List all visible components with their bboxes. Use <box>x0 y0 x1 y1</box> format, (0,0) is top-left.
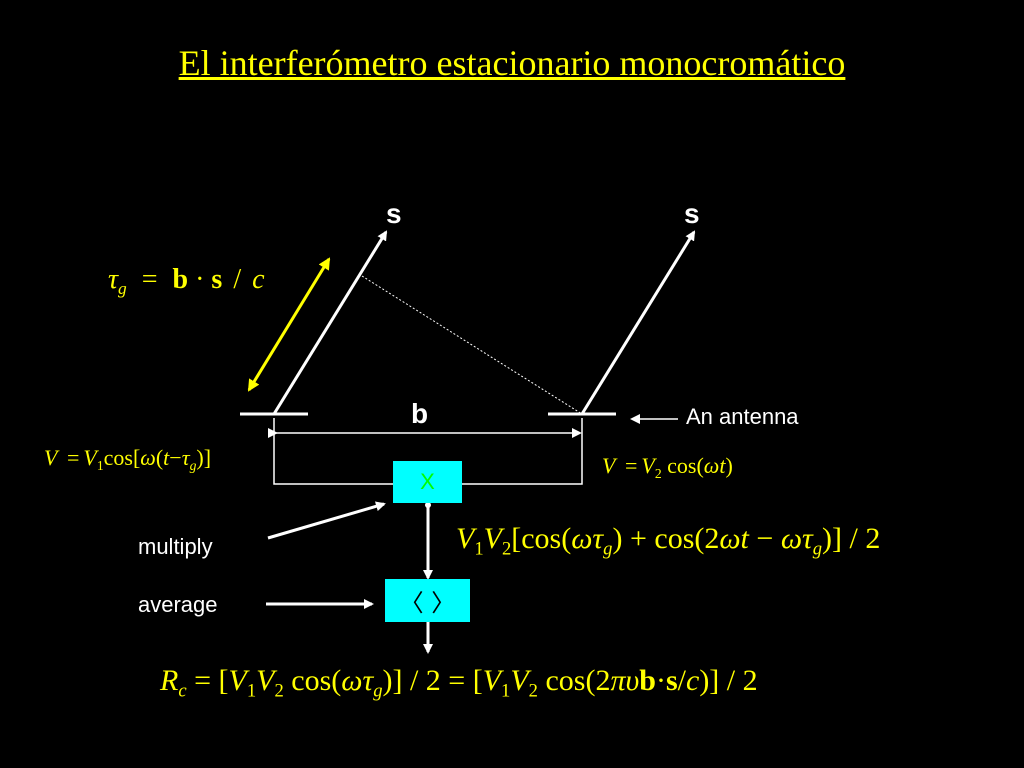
prod-sub-1: 1 <box>474 538 484 560</box>
prod-plus-cos: ) + cos(2 <box>612 522 720 555</box>
source-label-right: s <box>684 198 700 229</box>
v1-equation: V =V1cos[ω(t−τg)] <box>44 445 212 473</box>
eq-slash: / <box>233 264 242 295</box>
resp-sub-1: 1 <box>246 680 257 702</box>
average-label: average <box>138 592 218 617</box>
v2-V: V <box>602 453 616 478</box>
resp-c: c <box>685 664 700 697</box>
baseline-label: b <box>411 398 429 429</box>
wavefront-line <box>361 275 583 415</box>
resp-V2: V <box>256 664 275 697</box>
resp-nu: υ <box>625 664 640 697</box>
resp-g-sub: g <box>373 680 383 702</box>
v2-equation: V =V2 cos(ωt) <box>602 453 733 481</box>
v2-rparen: ) <box>725 453 733 478</box>
averager-symbol: 〈 〉 <box>399 589 456 617</box>
eq-b: b <box>172 264 189 295</box>
v1-omega: ω <box>140 445 156 470</box>
v1-equals: = <box>66 445 80 470</box>
prod-V2: V <box>483 522 502 555</box>
prod-cos1: [cos( <box>511 522 572 555</box>
prod-g2-sub: g <box>812 538 823 560</box>
prod-tau1: τ <box>592 522 604 555</box>
resp-cos1: cos( <box>283 664 342 697</box>
resp-tail: )] / 2 <box>699 664 758 697</box>
prod-sub-2: 2 <box>501 538 512 560</box>
v1-sub-1: 1 <box>96 457 104 473</box>
v2-V2: V <box>641 453 655 478</box>
resp-sub-2: 2 <box>274 680 284 702</box>
eq-s: s <box>211 264 223 295</box>
resp-tau: τ <box>362 664 374 697</box>
multiplier-symbol: X <box>420 469 435 494</box>
slide-title: El interferómetro estacionario monocromá… <box>178 43 846 83</box>
eq-tau: τ <box>108 264 119 295</box>
resp-V1: V <box>228 664 247 697</box>
prod-tail: )] / 2 <box>822 522 881 555</box>
eq-equals: = <box>141 264 158 295</box>
eq-g-sub: g <box>118 279 127 299</box>
resp-mid: )] / 2 = [ <box>382 664 483 697</box>
v2-sub-2: 2 <box>654 465 662 481</box>
resp-cos2: cos(2 <box>537 664 611 697</box>
v2-equals: = <box>624 453 638 478</box>
multiply-label-arrow <box>267 501 386 540</box>
signal-wire-left <box>273 440 393 485</box>
resp-slash: / <box>677 664 686 697</box>
source-label-left: s <box>386 198 402 229</box>
prod-omega2: ω <box>719 522 741 555</box>
product-equation: V1V2[cos(ωτg) + cos(2ωt − ωτg)] / 2 <box>456 522 881 558</box>
resp-V1b: V <box>482 664 502 697</box>
v2-omega: ω <box>703 453 720 478</box>
v1-minus: − <box>169 445 182 470</box>
resp-sub-2b: 2 <box>528 680 538 702</box>
resp-sub-1b: 1 <box>501 680 511 702</box>
antenna-label: An antenna <box>686 404 799 429</box>
averager-box: 〈 〉 <box>385 579 470 622</box>
v1-rparen: )] <box>196 445 212 470</box>
prod-g1-sub: g <box>603 538 613 560</box>
multiply-label: multiply <box>138 534 213 559</box>
resp-omega: ω <box>341 664 363 697</box>
v1-t: t <box>163 445 170 470</box>
resp-dot: · <box>655 664 666 697</box>
resp-eq1: = [ <box>186 664 229 697</box>
prod-minus: − <box>748 522 781 555</box>
eq-c: c <box>252 264 265 295</box>
v1-g-sub: g <box>189 457 197 473</box>
v2-t: t <box>719 453 726 478</box>
right-source-arrow <box>580 230 696 415</box>
prod-tau2: τ <box>802 522 813 555</box>
resp-R: R <box>160 664 179 697</box>
eq-dot: · <box>195 264 205 295</box>
v1-cos: cos[ <box>103 445 141 470</box>
signal-wire-right <box>462 440 583 485</box>
v1-V: V <box>44 445 58 470</box>
prod-t: t <box>740 522 749 555</box>
delay-arrow <box>247 257 331 392</box>
multiplier-output-dot <box>425 502 431 508</box>
resp-s: s <box>665 664 678 697</box>
v1-tau: τ <box>181 445 190 470</box>
resp-c-sub: c <box>178 680 187 702</box>
v2-cos: cos( <box>667 453 704 478</box>
v1-V1: V <box>83 445 97 470</box>
resp-pi: π <box>610 664 626 697</box>
resp-b: b <box>639 664 656 697</box>
multiplier-box: X <box>393 461 462 503</box>
resp-V2b: V <box>510 664 529 697</box>
prod-omega3: ω <box>780 522 802 555</box>
response-equation: Rc = [V1V2 cos(ωτg)] / 2 = [V1V2 cos(2πυ… <box>160 664 758 700</box>
v1-lparen: ( <box>155 445 164 470</box>
delay-equation: τg = b · s / c <box>108 264 265 299</box>
prod-omega1: ω <box>571 522 593 555</box>
prod-V1: V <box>456 522 475 555</box>
